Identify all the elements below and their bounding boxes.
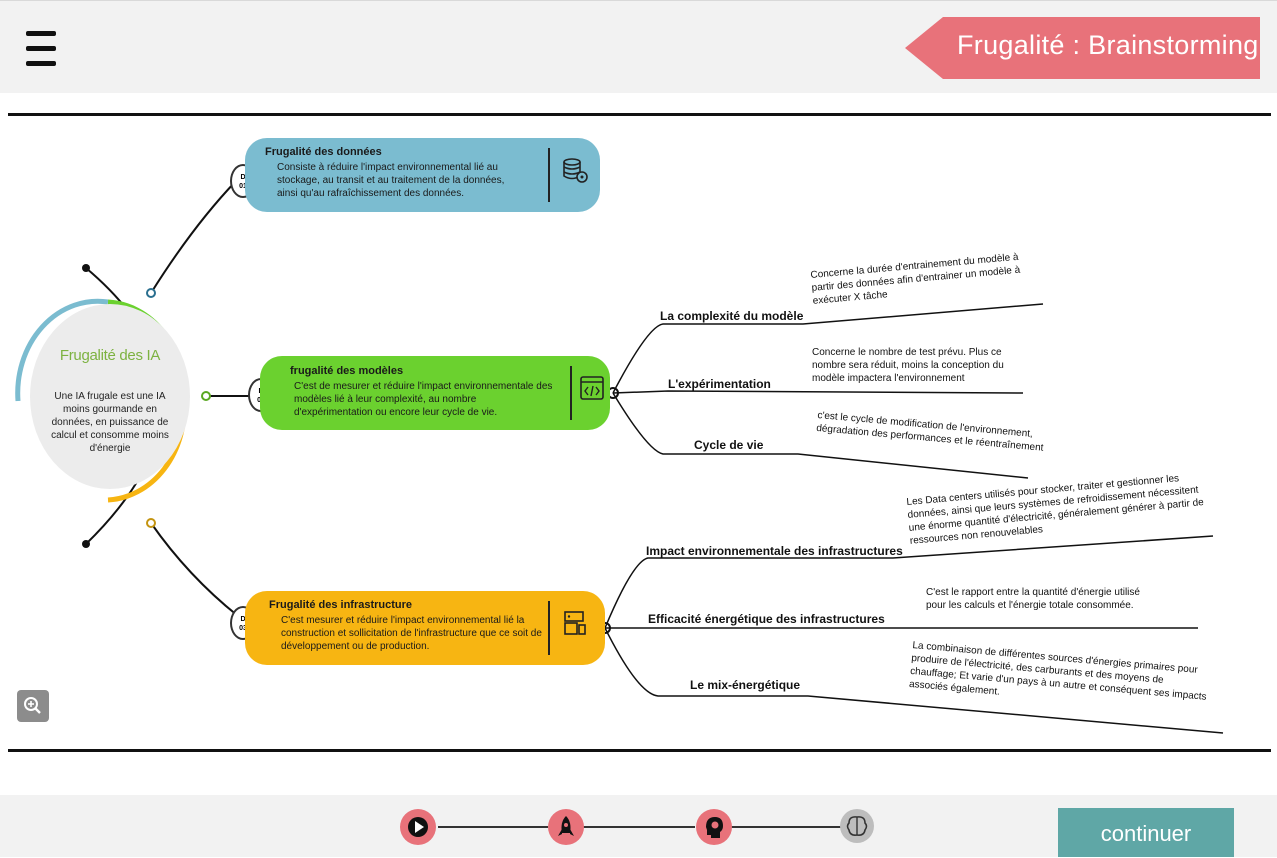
card-infrastructure: Frugalité des infrastructure C'est mesur… bbox=[245, 591, 605, 665]
mindmap-stage: Frugalité des IA Une IA frugale est une … bbox=[8, 113, 1271, 752]
card-title: frugalité des modèles bbox=[290, 365, 404, 377]
center-title: Frugalité des IA bbox=[59, 347, 161, 364]
rocket-icon bbox=[558, 816, 574, 836]
branch-desc-efficacite: C'est le rapport entre la quantité d'éne… bbox=[926, 587, 1140, 611]
card-modeles: frugalité des modèles C'est de mesurer e… bbox=[260, 356, 610, 430]
branch-label-cycle-vie: Cycle de vie bbox=[694, 438, 764, 452]
card-divider bbox=[548, 601, 550, 655]
hamburger-menu-icon[interactable] bbox=[26, 31, 56, 67]
card-title: Frugalité des infrastructure bbox=[269, 599, 413, 611]
branch-label-experimentation: L'expérimentation bbox=[668, 377, 771, 391]
step-launch[interactable] bbox=[548, 809, 584, 845]
head-gear-icon bbox=[706, 817, 723, 838]
center-description: Une IA frugale est une IA moins gourmand… bbox=[51, 391, 169, 454]
step-quiz[interactable] bbox=[840, 809, 874, 843]
card-donnees: Frugalité des données Consiste à réduire… bbox=[245, 138, 600, 212]
branch-label-impact-infra: Impact environnementale des infrastructu… bbox=[646, 544, 903, 558]
continue-button[interactable]: continuer bbox=[1058, 808, 1234, 857]
top-bar: Frugalité : Brainstorming bbox=[0, 0, 1277, 93]
card-divider bbox=[570, 366, 572, 420]
page-title-banner: Frugalité : Brainstorming bbox=[905, 17, 1260, 79]
code-window-icon bbox=[580, 376, 604, 400]
play-icon bbox=[408, 817, 428, 837]
card-divider bbox=[548, 148, 550, 202]
badge-number: 03 bbox=[239, 625, 247, 632]
badge-number: 01 bbox=[239, 183, 247, 190]
center-topic: Frugalité des IA Une IA frugale est une … bbox=[30, 304, 190, 489]
card-text: C'est mesurer et réduire l'impact enviro… bbox=[281, 615, 542, 652]
card-title: Frugalité des données bbox=[265, 146, 382, 158]
step-video[interactable] bbox=[400, 809, 436, 845]
branch-label-complexite: La complexité du modèle bbox=[660, 309, 804, 323]
database-gear-icon bbox=[563, 158, 588, 183]
card-text: Consiste à réduire l'impact environnemen… bbox=[277, 162, 505, 199]
page-title: Frugalité : Brainstorming bbox=[957, 30, 1259, 60]
zoom-in-icon bbox=[24, 697, 41, 714]
server-icon bbox=[564, 611, 586, 635]
brain-icon bbox=[846, 816, 868, 836]
card-text: C'est de mesurer et réduire l'impact env… bbox=[294, 381, 553, 418]
progress-connector bbox=[583, 826, 695, 828]
zoom-button[interactable] bbox=[17, 690, 49, 722]
progress-connector bbox=[438, 826, 548, 828]
branch-label-efficacite: Efficacité énergétique des infrastructur… bbox=[648, 612, 885, 626]
banner-arrow-shape bbox=[905, 17, 1260, 79]
step-brainstorming[interactable] bbox=[696, 809, 732, 845]
bottom-bar: continuer bbox=[0, 795, 1277, 857]
badge-letter: D bbox=[240, 174, 246, 181]
badge-letter: D bbox=[240, 616, 246, 623]
progress-connector bbox=[730, 826, 842, 828]
branch-desc-experimentation: Concerne le nombre de test prévu. Plus c… bbox=[812, 347, 1004, 384]
branch-label-mix-energetique: Le mix-énergétique bbox=[690, 678, 801, 692]
